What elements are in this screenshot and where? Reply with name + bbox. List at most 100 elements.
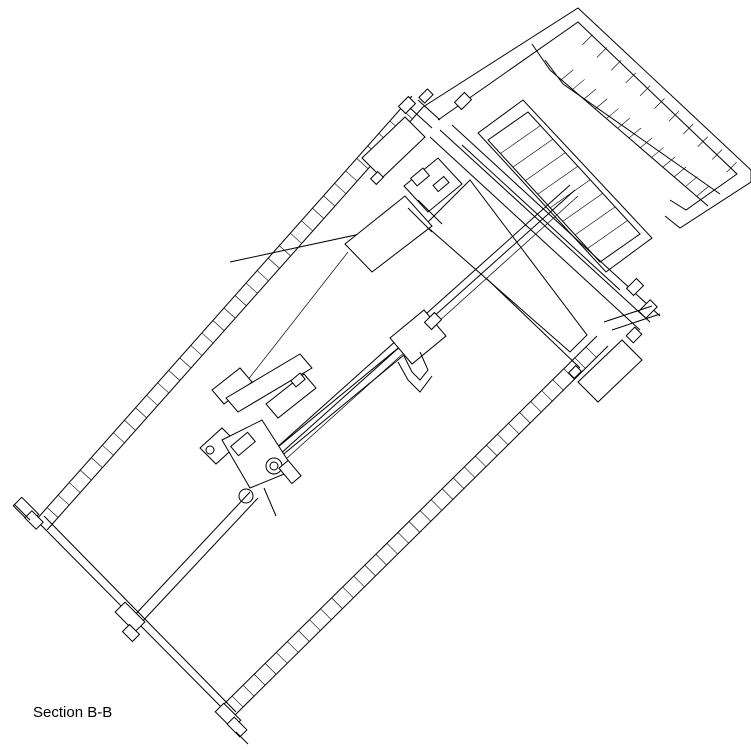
hatch-line <box>353 575 365 588</box>
hatch-line <box>628 127 642 139</box>
hatch-line <box>541 390 553 402</box>
hatch-line <box>668 111 680 122</box>
hatch-line <box>375 554 388 566</box>
hatch-line <box>46 507 59 518</box>
hatch-line <box>124 420 136 431</box>
hatch-line <box>453 477 465 490</box>
flange-bolt-lower <box>567 277 661 403</box>
hatch-line <box>179 357 191 369</box>
hatch-line <box>464 466 476 479</box>
hatched-insert <box>477 99 653 273</box>
hatch-line <box>201 332 214 344</box>
hatch-line <box>683 123 694 135</box>
end-bolt-middle <box>114 601 146 643</box>
section-caption: Section B-B <box>33 704 113 721</box>
inner-frame <box>424 179 588 369</box>
hatch-line <box>563 368 576 380</box>
hatch-line <box>582 34 593 45</box>
hatch-line <box>583 88 597 100</box>
hatch-line <box>497 433 509 446</box>
hatch-line <box>190 345 203 356</box>
clevis-assembly <box>199 419 302 517</box>
hatch-line <box>500 125 541 154</box>
hatch-line <box>342 586 354 599</box>
lower-wall-hatching <box>231 346 598 708</box>
hatch-line <box>301 220 313 231</box>
hatch-line <box>68 482 81 493</box>
hatch-line <box>212 320 225 331</box>
hatch-line <box>323 195 335 206</box>
hatch-line <box>640 137 653 148</box>
hatch-line <box>287 641 299 653</box>
actuator-block <box>344 157 463 273</box>
hatch-line <box>625 72 636 84</box>
hatch-line <box>419 510 432 522</box>
hatch-line <box>587 220 628 249</box>
hatch-line <box>611 60 622 71</box>
hatch-line <box>80 469 92 481</box>
hatch-line <box>276 652 288 664</box>
hatch-line <box>508 423 520 435</box>
hook-clamp <box>389 309 447 393</box>
hatch-line <box>168 370 180 381</box>
hatch-line <box>57 494 70 506</box>
hatch-line <box>572 79 585 90</box>
hatch-line <box>113 432 125 443</box>
hatch-line <box>617 118 630 129</box>
hatch-line <box>726 162 737 173</box>
hatch-line <box>386 543 399 555</box>
hatch-line <box>290 232 302 244</box>
hatch-line <box>253 674 266 686</box>
hatch-line <box>574 357 587 370</box>
hatch-line <box>673 166 687 178</box>
end-bolt-left <box>12 496 44 530</box>
hatch-line <box>561 69 574 80</box>
hatch-line <box>486 444 498 457</box>
hatch-line <box>312 208 324 219</box>
hatch-line <box>525 152 566 181</box>
cylinder <box>211 353 317 419</box>
hatch-line <box>711 149 723 160</box>
hatch-line <box>639 85 651 96</box>
flange-bolt-upper <box>361 88 473 186</box>
hatch-line <box>146 395 158 406</box>
hatch-line <box>430 499 443 511</box>
hatch-line <box>345 170 357 182</box>
hatch-line <box>298 630 310 642</box>
hatch-line <box>654 98 665 109</box>
head-wall-hatching <box>561 34 737 197</box>
hatch-line <box>135 407 147 418</box>
hatch-line <box>102 444 114 456</box>
hatch-line <box>320 608 332 621</box>
hatch-line <box>157 382 169 394</box>
hatch-line <box>309 619 321 631</box>
hatch-line <box>596 47 608 58</box>
hatch-line <box>408 521 421 533</box>
hatch-line <box>697 136 708 147</box>
hatch-line <box>231 695 244 708</box>
hatch-line <box>585 346 598 359</box>
hatch-line <box>441 488 454 500</box>
end-bolt-bottom <box>214 702 249 745</box>
hatch-line <box>397 532 410 544</box>
hatch-line <box>331 597 343 610</box>
hatch-line <box>562 193 603 222</box>
hatch-line <box>662 156 676 168</box>
hatch-line <box>685 176 698 187</box>
hatch-line <box>223 307 236 319</box>
hatch-line <box>574 206 616 236</box>
hatch-line <box>364 564 376 577</box>
hatch-line <box>519 412 531 424</box>
hatch-line <box>552 379 564 391</box>
hatch-line <box>537 165 578 195</box>
hatch-line <box>475 455 487 468</box>
hatch-line <box>265 663 277 675</box>
hatch-line <box>334 183 346 194</box>
hatch-line <box>356 158 368 169</box>
hatch-line <box>268 257 280 269</box>
hatch-line <box>651 147 664 158</box>
upper-wall-hatching <box>46 108 413 518</box>
hatch-line <box>256 270 269 281</box>
hatch-line <box>530 401 542 413</box>
hatch-line <box>606 108 619 119</box>
